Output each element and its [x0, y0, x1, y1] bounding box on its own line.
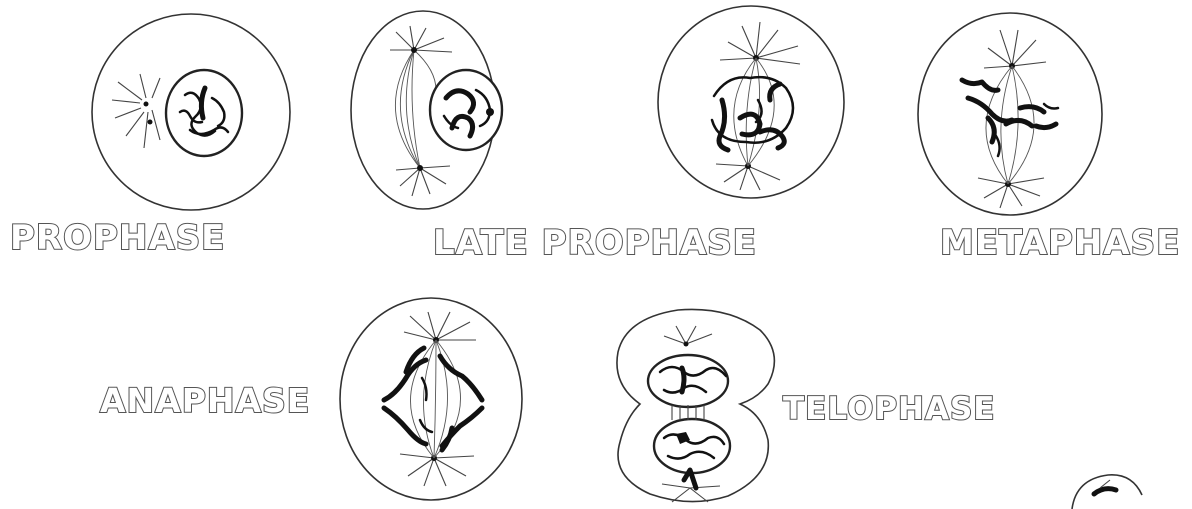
label-metaphase: METAPHASE: [940, 226, 1180, 260]
telophase-top-nucleus: [648, 355, 728, 407]
prometaphase-aster-bottom: [716, 163, 780, 190]
metaphase-cell: [918, 13, 1102, 215]
metaphase-aster-bottom: [978, 178, 1044, 208]
prophase-aster: [112, 74, 160, 148]
partial-cell-fragment: [1072, 475, 1142, 509]
anaphase-cell: [340, 298, 522, 500]
late-prophase-aster-bottom: [396, 165, 450, 196]
prophase-cell: [92, 14, 290, 210]
label-prophase: PROPHASE: [10, 221, 225, 255]
label-late-prophase: LATE PROPHASE: [433, 226, 757, 260]
telophase-bottom-nucleus: [654, 419, 730, 473]
prometaphase-chromosomes: [712, 77, 793, 150]
late-prophase-cell: [351, 11, 502, 209]
anaphase-aster-top: [404, 312, 476, 343]
telophase-cell: [617, 309, 774, 502]
anaphase-aster-bottom: [400, 454, 474, 486]
prometaphase-spindle: [734, 58, 774, 166]
anaphase-chromosomes: [384, 348, 482, 450]
label-telophase: TELOPHASE: [783, 394, 995, 425]
prometaphase-cell: [658, 6, 844, 198]
late-prophase-nucleus: [430, 70, 502, 150]
telophase-asters: [662, 326, 720, 502]
label-anaphase: ANAPHASE: [100, 384, 310, 417]
prophase-nucleus: [166, 70, 242, 156]
metaphase-aster-top: [984, 30, 1046, 69]
prometaphase-aster-top: [720, 22, 800, 64]
late-prophase-aster-top: [390, 26, 452, 53]
metaphase-chromosomes: [962, 80, 1058, 156]
